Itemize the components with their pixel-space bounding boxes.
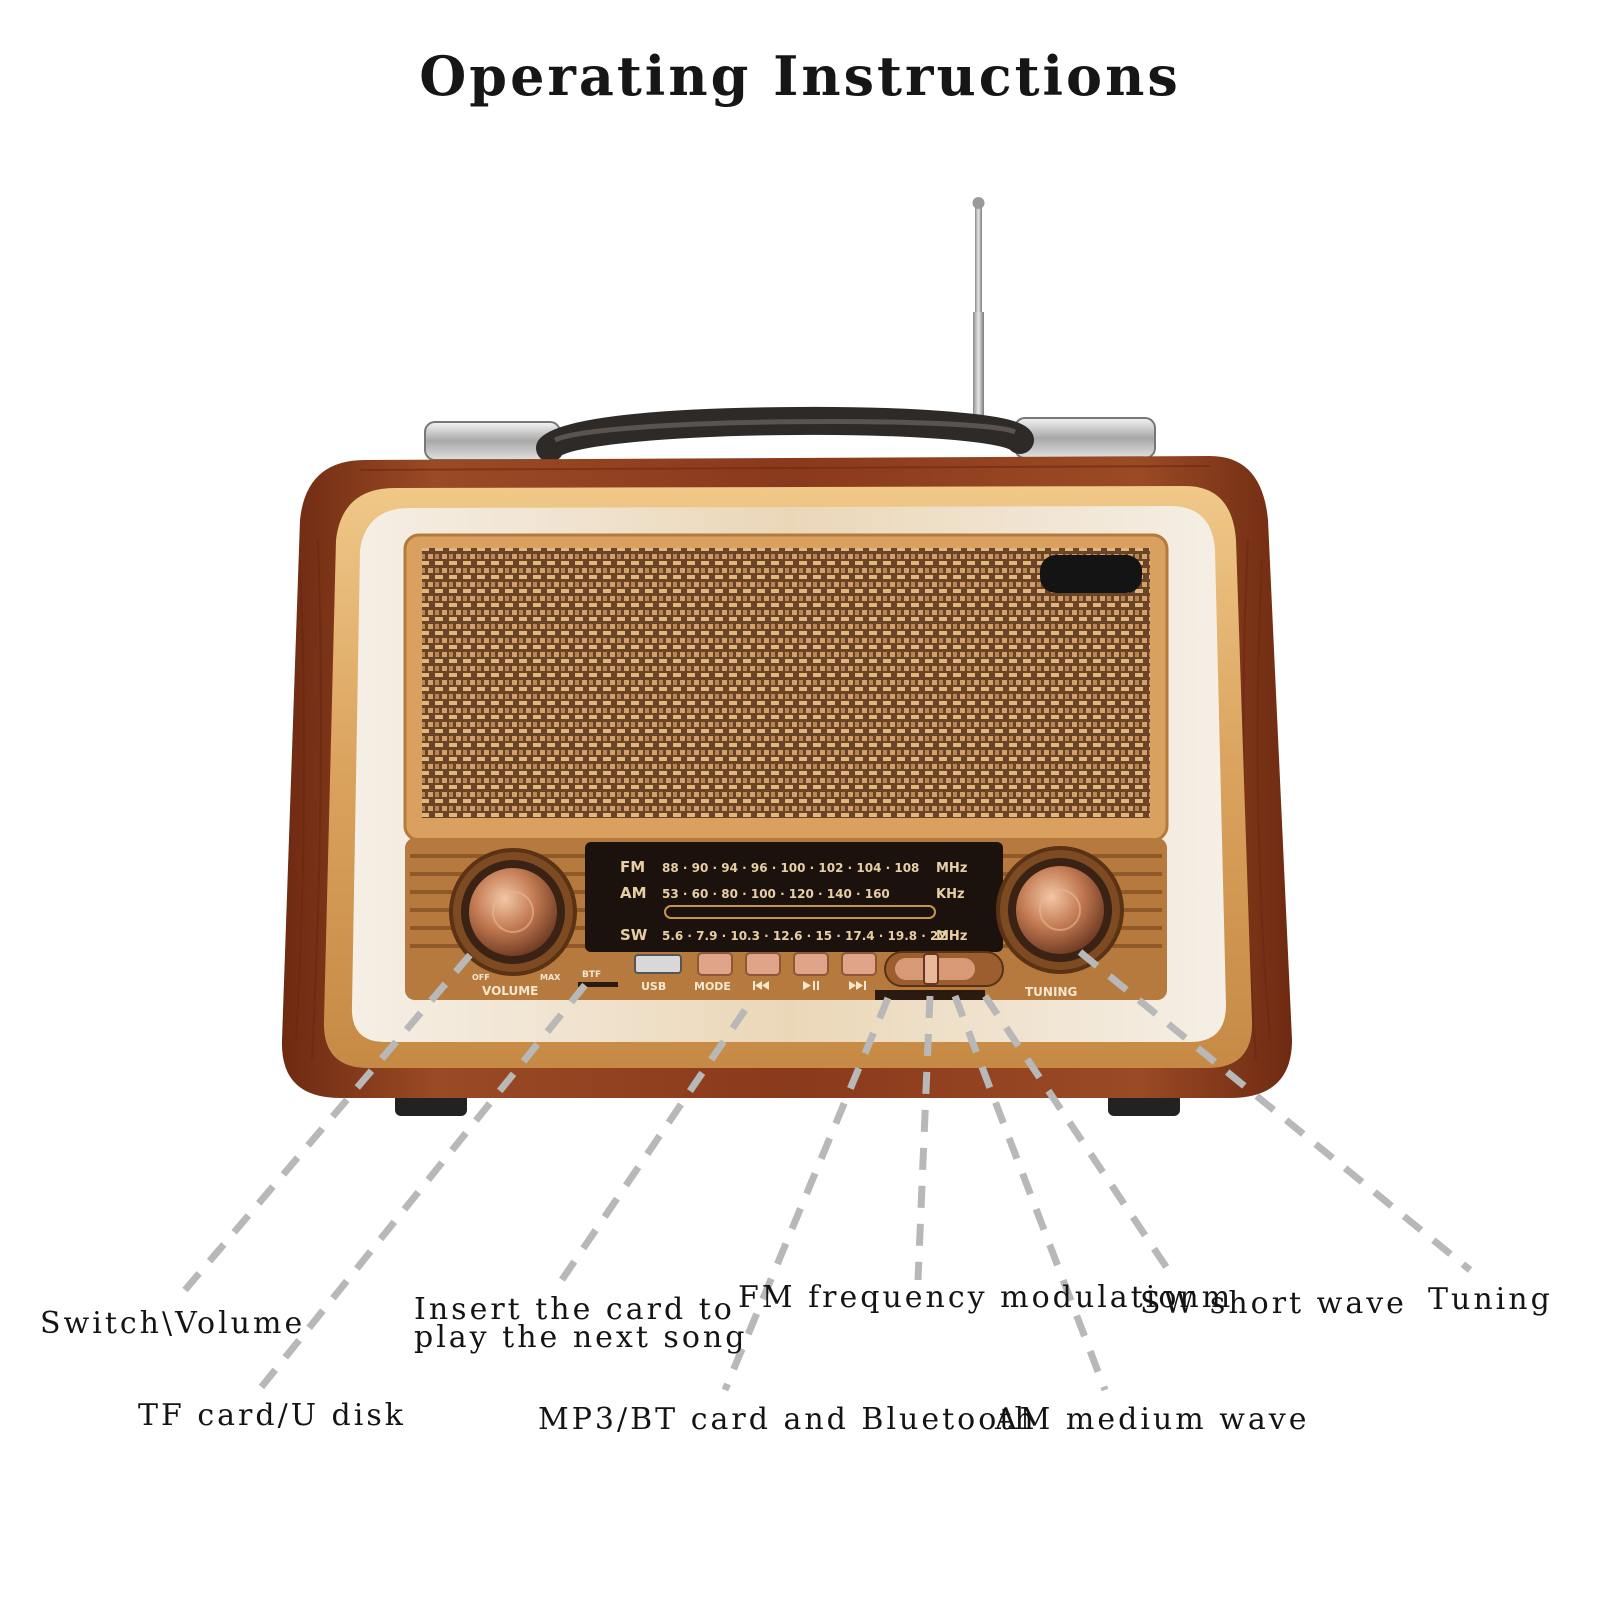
leader-tuning <box>1077 949 1473 1273</box>
callout-sw: SW short wave <box>1140 1286 1407 1321</box>
tuning-label: TUNING <box>1025 985 1077 999</box>
callout-switch-volume: Switch\Volume <box>40 1306 306 1341</box>
volume-off-label: OFF <box>472 973 490 982</box>
previous-track-icon <box>753 981 769 990</box>
band-selector-switch[interactable] <box>884 951 1004 987</box>
next-button[interactable] <box>841 952 877 976</box>
dial-row-am: AM 53 · 60 · 80 · 100 · 120 · 140 · 160 … <box>620 884 965 902</box>
callout-tuning: Tuning <box>1428 1282 1553 1317</box>
antenna <box>972 197 985 422</box>
dial-display <box>585 842 1003 952</box>
dial-marks-sw: 5.6 · 7.9 · 10.3 · 12.6 · 15 · 17.4 · 19… <box>662 929 947 943</box>
next-track-icon <box>849 981 866 990</box>
leader-fm <box>914 995 934 1281</box>
band-position-strip <box>875 990 985 1000</box>
tf-card-slot[interactable] <box>578 982 618 987</box>
callout-insert-card-line2: play the next song <box>414 1320 748 1355</box>
dial-row-fm: FM 88 · 90 · 94 · 96 · 100 · 102 · 104 ·… <box>620 858 967 876</box>
volume-knob[interactable] <box>449 848 577 976</box>
dial-band-am: AM <box>620 884 647 902</box>
page-title: Operating Instructions <box>419 44 1181 108</box>
leader-sw <box>982 994 1178 1282</box>
dial-unit-sw: MHz <box>936 929 967 944</box>
dial-band-fm: FM <box>620 858 645 876</box>
usb-port[interactable] <box>634 954 682 974</box>
play-pause-icon <box>803 981 819 990</box>
leader-mp3-bt <box>721 996 892 1392</box>
play-pause-button[interactable] <box>793 952 829 976</box>
dial-unit-fm: MHz <box>936 861 967 876</box>
ir-window <box>1040 555 1142 593</box>
callout-fm: FM frequency modulationm <box>738 1280 1234 1315</box>
volume-max-label: MAX <box>540 973 561 982</box>
previous-button[interactable] <box>745 952 781 976</box>
wood-grain <box>295 465 1271 1061</box>
usb-label: USB <box>641 980 666 993</box>
leader-am <box>951 994 1109 1392</box>
carry-handle <box>424 406 1156 462</box>
dial-band-sw: SW <box>620 926 648 944</box>
callout-am: AM medium wave <box>995 1402 1310 1437</box>
callout-insert-card-line1: Insert the card to <box>414 1292 735 1327</box>
callout-tf-card: TF card/U disk <box>138 1398 406 1433</box>
tuning-knob[interactable] <box>996 846 1124 974</box>
dial-marks-fm: 88 · 90 · 94 · 96 · 100 · 102 · 104 · 10… <box>662 861 919 875</box>
mode-button[interactable] <box>697 952 733 976</box>
btf-label: BTF <box>582 970 601 980</box>
dial-row-sw: SW 5.6 · 7.9 · 10.3 · 12.6 · 15 · 17.4 ·… <box>620 926 967 944</box>
tuning-pointer-track <box>664 905 936 919</box>
speaker-grille <box>422 548 1150 818</box>
callout-mp3-bt: MP3/BT card and Bluetooth <box>538 1402 1037 1437</box>
dial-unit-am: KHz <box>936 887 965 902</box>
dial-marks-am: 53 · 60 · 80 · 100 · 120 · 140 · 160 <box>662 887 890 901</box>
leader-tf-card <box>252 982 588 1398</box>
leader-insert-card <box>552 1008 748 1292</box>
mode-label: MODE <box>694 980 731 993</box>
leader-lines <box>182 949 1473 1398</box>
volume-label: VOLUME <box>482 984 538 998</box>
